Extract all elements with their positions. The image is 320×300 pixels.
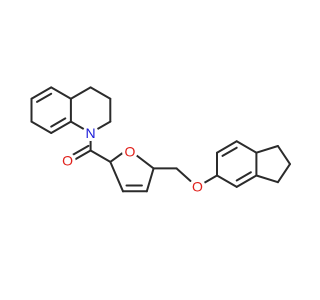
- bond: [175, 167, 192, 182]
- nitrogen-atom: N: [82, 125, 99, 141]
- bond: [203, 174, 218, 184]
- bond: [276, 145, 291, 166]
- atom-background: [122, 143, 138, 160]
- nitrogen-label: N: [86, 125, 96, 141]
- bond: [50, 120, 72, 134]
- bond: [221, 146, 238, 157]
- ether-oxygen-label: O: [192, 179, 203, 195]
- bond-lines: [30, 86, 291, 193]
- bond: [30, 120, 53, 134]
- bond: [50, 86, 72, 100]
- furan-oxygen-atom: O: [122, 143, 138, 160]
- carbonyl-oxygen-atom: O: [59, 152, 76, 169]
- atom-background: [59, 152, 76, 169]
- bond: [145, 167, 155, 193]
- bond: [276, 163, 291, 184]
- bond: [50, 117, 67, 128]
- bond: [216, 174, 238, 188]
- bond: [72, 149, 92, 162]
- atom-background: [82, 125, 99, 141]
- bond: [255, 174, 279, 184]
- carbonyl-oxygen-label: O: [62, 153, 73, 169]
- bond: [30, 86, 53, 100]
- bond: [70, 144, 90, 157]
- bond: [36, 92, 53, 103]
- atom-background: [189, 178, 206, 195]
- bond: [135, 154, 155, 170]
- ether-oxygen-atom: O: [189, 178, 206, 195]
- furan-oxygen-label: O: [125, 143, 136, 159]
- bond: [69, 86, 92, 100]
- bond: [109, 160, 124, 193]
- bond: [235, 140, 258, 154]
- bond: [255, 145, 279, 154]
- bond: [235, 171, 252, 182]
- molecule-structure: N O O O: [30, 86, 291, 195]
- atom-labels: N O O O: [59, 125, 206, 195]
- bond: [216, 140, 238, 154]
- bond: [235, 174, 258, 188]
- bond: [89, 149, 112, 163]
- bond: [89, 86, 112, 100]
